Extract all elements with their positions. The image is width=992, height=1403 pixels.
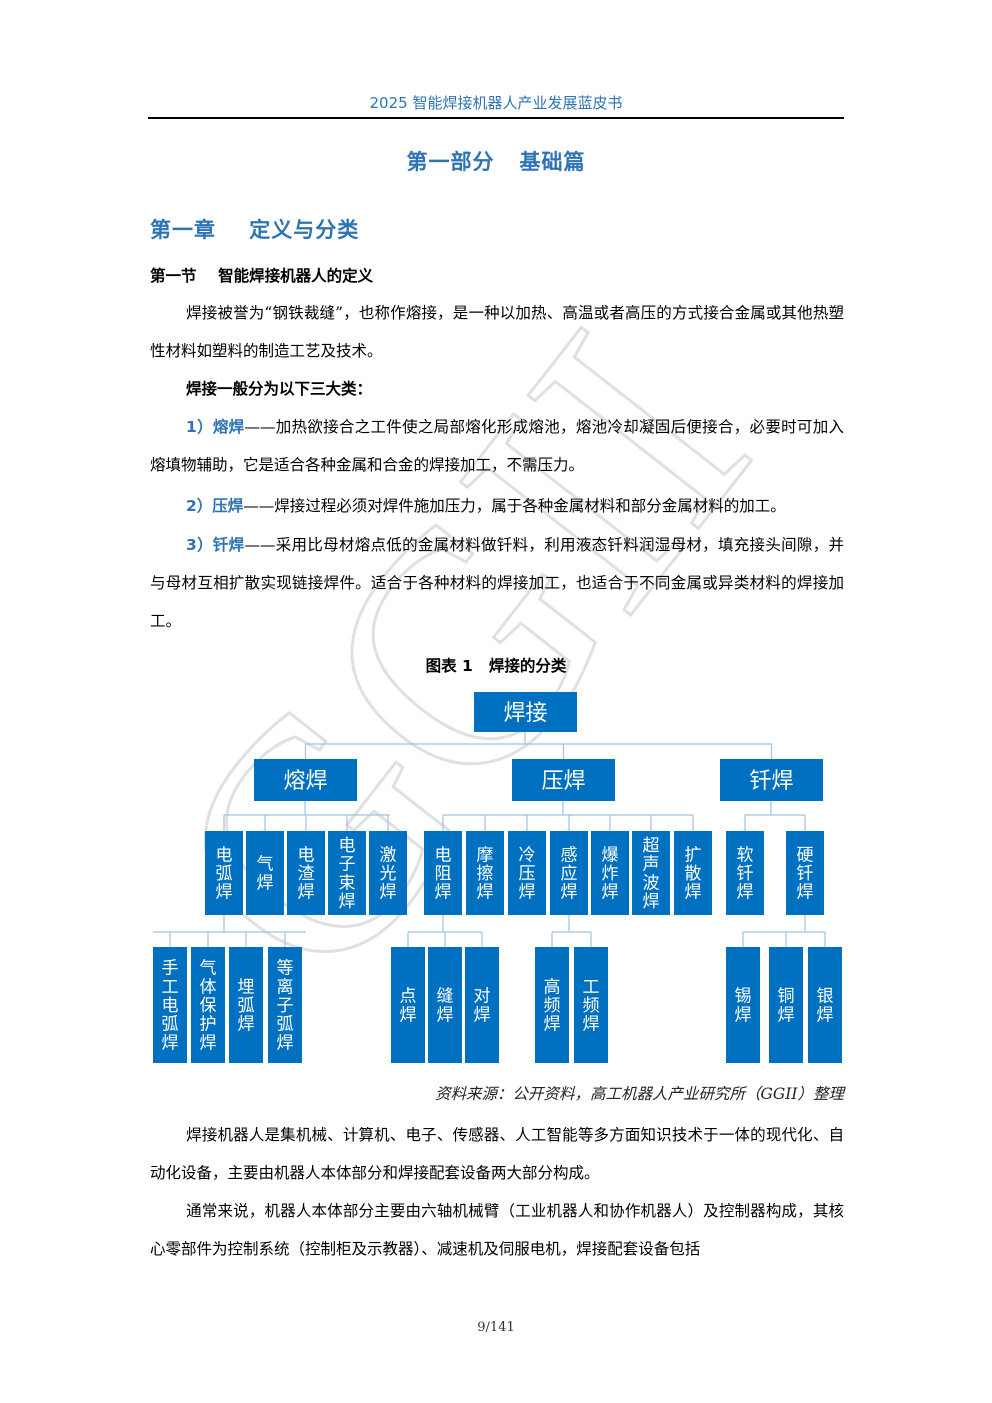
node-label: 压焊 [541, 769, 585, 794]
node-label: 气体保护焊 [200, 959, 217, 1054]
list-item-pressure-welding: 2）压焊——焊接过程必须对焊件施加压力，属于各种金属材料和部分金属材料的加工。 [150, 487, 844, 525]
node-label: 电弧焊 [216, 845, 233, 902]
node-label: 钎焊 [749, 769, 793, 794]
chapter-title: 第一章 定义与分类 [150, 218, 360, 242]
list-item-label: 2）压焊 [186, 497, 244, 515]
node-label: 硬钎焊 [797, 845, 814, 902]
node-label: 超声波焊 [643, 836, 660, 912]
page-number: 9/141 [477, 1320, 515, 1335]
node-label: 电阻焊 [435, 845, 452, 902]
figure-caption: 图表 1 焊接的分类 [425, 657, 567, 675]
node-label: 银焊 [817, 987, 834, 1026]
node-pressure-type: 摩擦焊 [466, 831, 504, 915]
node-label: 等离子弧焊 [277, 959, 294, 1054]
node-label: 电子束焊 [339, 836, 356, 912]
node-arc-subtype: 等离子弧焊 [268, 947, 302, 1063]
node-label: 埋弧焊 [238, 977, 255, 1034]
node-pressure-type: 冷压焊 [508, 831, 546, 915]
node-category: 熔焊 [254, 759, 357, 801]
node-fusion-type: 电渣焊 [287, 831, 325, 915]
node-label: 熔焊 [283, 769, 327, 794]
paragraph-text: 焊接机器人是集机械、计算机、电子、传感器、人工智能等多方面知识技术于一体的现代化… [150, 1126, 844, 1182]
node-label: 对焊 [474, 987, 491, 1026]
node-label: 爆炸焊 [602, 845, 619, 902]
node-label: 冷压焊 [519, 845, 536, 902]
node-pressure-type: 电阻焊 [424, 831, 462, 915]
list-item-label: 3）钎焊 [186, 536, 245, 554]
node-induction-subtype: 高频焊 [535, 947, 569, 1063]
node-resistance-subtype: 点焊 [391, 947, 425, 1063]
node-pressure-type: 扩散焊 [674, 831, 712, 915]
source-note: 资料来源：公开资料，高工机器人产业研究所（GGII）整理 [434, 1085, 844, 1103]
node-resistance-subtype: 缝焊 [428, 947, 462, 1063]
node-fusion-type: 激光焊 [369, 831, 407, 915]
node-solder-subtype: 银焊 [808, 947, 842, 1063]
node-solder-subtype: 锡焊 [726, 947, 760, 1063]
node-label: 缝焊 [437, 987, 454, 1026]
node-label: 工频焊 [583, 977, 600, 1034]
node-label: 手工电弧焊 [162, 959, 179, 1054]
section-title: 第一节 智能焊接机器人的定义 [150, 267, 374, 285]
list-item-text: ——采用比母材熔点低的金属材料做钎料，利用液态钎料润湿母材，填充接头间隙，并与母… [150, 536, 844, 630]
part-title: 第一部分 基础篇 [406, 150, 586, 174]
node-fusion-type: 电子束焊 [328, 831, 366, 915]
list-item-brazing: 3）钎焊——采用比母材熔点低的金属材料做钎料，利用液态钎料润湿母材，填充接头间隙… [150, 526, 844, 640]
node-label: 摩擦焊 [477, 845, 494, 902]
node-label: 焊接 [503, 701, 547, 726]
list-item-text: ——焊接过程必须对焊件施加压力，属于各种金属材料和部分金属材料的加工。 [243, 497, 786, 515]
node-arc-subtype: 气体保护焊 [191, 947, 225, 1063]
node-category: 钎焊 [720, 759, 823, 801]
node-arc-subtype: 埋弧焊 [229, 947, 263, 1063]
node-arc-subtype: 手工电弧焊 [153, 947, 187, 1063]
node-solder-subtype: 铜焊 [769, 947, 803, 1063]
paragraph-robot-components: 通常来说，机器人本体部分主要由六轴机械臂（工业机器人和协作机器人）及控制器构成，… [150, 1192, 844, 1268]
node-label: 电渣焊 [298, 845, 315, 902]
list-item-fusion-welding: 1）熔焊——加热欲接合之工件使之局部熔化形成熔池，熔池冷却凝固后便接合，必要时可… [150, 408, 844, 484]
node-fusion-type: 电弧焊 [205, 831, 243, 915]
paragraph-text: 焊接被誉为“钢铁裁缝”，也称作熔接，是一种以加热、高温或者高压的方式接合金属或其… [150, 304, 844, 360]
node-label: 高频焊 [544, 977, 561, 1034]
node-resistance-subtype: 对焊 [465, 947, 499, 1063]
node-pressure-type: 感应焊 [550, 831, 588, 915]
paragraph-welding-types-heading: 焊接一般分为以下三大类： [150, 370, 844, 408]
list-item-label: 1）熔焊 [186, 418, 245, 436]
node-label: 感应焊 [561, 845, 578, 902]
running-header: 2025 智能焊接机器人产业发展蓝皮书 [369, 94, 623, 112]
node-label: 扩散焊 [685, 845, 702, 902]
node-pressure-type: 爆炸焊 [591, 831, 629, 915]
node-fusion-type: 气焊 [246, 831, 284, 915]
list-item-text: ——加热欲接合之工件使之局部熔化形成熔池，熔池冷却凝固后便接合，必要时可加入熔填… [150, 418, 844, 474]
node-label: 铜焊 [778, 987, 795, 1026]
node-label: 锡焊 [735, 987, 752, 1026]
node-category: 压焊 [512, 759, 615, 801]
node-induction-subtype: 工频焊 [574, 947, 608, 1063]
node-brazing-type: 硬钎焊 [786, 831, 824, 915]
node-pressure-type: 超声波焊 [632, 831, 670, 915]
paragraph-text: 焊接一般分为以下三大类： [186, 380, 373, 398]
paragraph-robot-definition: 焊接机器人是集机械、计算机、电子、传感器、人工智能等多方面知识技术于一体的现代化… [150, 1116, 844, 1192]
node-root: 焊接 [474, 692, 577, 732]
node-label: 气焊 [257, 855, 274, 894]
node-label: 软钎焊 [737, 845, 754, 902]
node-label: 激光焊 [380, 845, 397, 902]
paragraph-text: 通常来说，机器人本体部分主要由六轴机械臂（工业机器人和协作机器人）及控制器构成，… [150, 1202, 844, 1258]
header-divider [148, 117, 844, 119]
node-brazing-type: 软钎焊 [726, 831, 764, 915]
node-label: 点焊 [400, 987, 417, 1026]
paragraph-welding-intro: 焊接被誉为“钢铁裁缝”，也称作熔接，是一种以加热、高温或者高压的方式接合金属或其… [150, 294, 844, 370]
